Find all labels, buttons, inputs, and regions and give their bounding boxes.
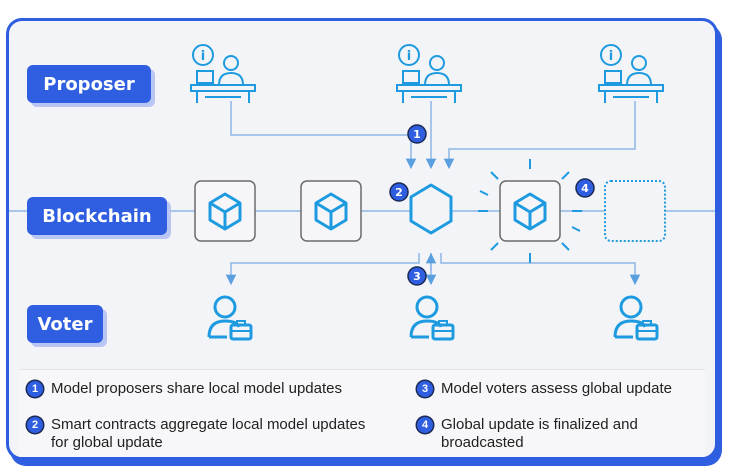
arrow-voter-right	[440, 253, 641, 286]
step-badge-4: 4	[575, 178, 595, 198]
arrow-proposer-right	[443, 101, 636, 170]
legend-text: Model voters assess global update	[441, 380, 672, 397]
legend-item-2: 2 Smart contracts aggregate local model …	[27, 416, 367, 452]
arrow-voter-left	[225, 253, 420, 286]
step-number-icon: 2	[27, 417, 43, 433]
proposer-icon-center	[396, 44, 462, 104]
svg-text:1: 1	[413, 128, 421, 141]
legend-item-4: 4 Global update is finalized and broadca…	[417, 416, 667, 452]
block-2	[300, 180, 362, 242]
step-number-icon: 3	[417, 381, 433, 397]
legend-text: Model proposers share local model update…	[51, 380, 342, 397]
block-1	[194, 180, 256, 242]
role-label-proposer: Proposer	[27, 65, 151, 103]
svg-text:2: 2	[395, 186, 403, 199]
proposer-icon-right	[598, 44, 664, 104]
diagram-frame: i	[6, 18, 718, 460]
svg-text:4: 4	[581, 182, 589, 195]
voter-icon-left	[207, 295, 253, 341]
proposer-icon-left	[190, 44, 256, 104]
block-pending	[604, 180, 666, 242]
aggregation-node	[409, 183, 453, 235]
role-label-voter: Voter	[27, 305, 103, 343]
step-number-icon: 1	[27, 381, 43, 397]
voter-icon-center	[409, 295, 455, 341]
step-badge-2: 2	[389, 182, 409, 202]
legend-item-1: 1 Model proposers share local model upda…	[27, 380, 407, 398]
diagram-canvas: i	[9, 44, 715, 341]
broadcast-rays-icon	[478, 159, 582, 263]
step-badge-1: 1	[407, 124, 427, 144]
step-number-icon: 4	[417, 417, 433, 433]
block-final	[478, 159, 582, 263]
step-badge-3: 3	[407, 266, 427, 286]
svg-text:3: 3	[413, 270, 421, 283]
role-label-blockchain: Blockchain	[27, 197, 167, 235]
legend-item-3: 3 Model voters assess global update	[417, 380, 707, 398]
voter-icon-right	[613, 295, 659, 341]
legend-text: Smart contracts aggregate local model up…	[51, 416, 366, 451]
arrow-proposer-left	[230, 101, 417, 170]
legend: 1 Model proposers share local model upda…	[19, 369, 707, 457]
legend-text: Global update is finalized and broadcast…	[441, 416, 638, 451]
